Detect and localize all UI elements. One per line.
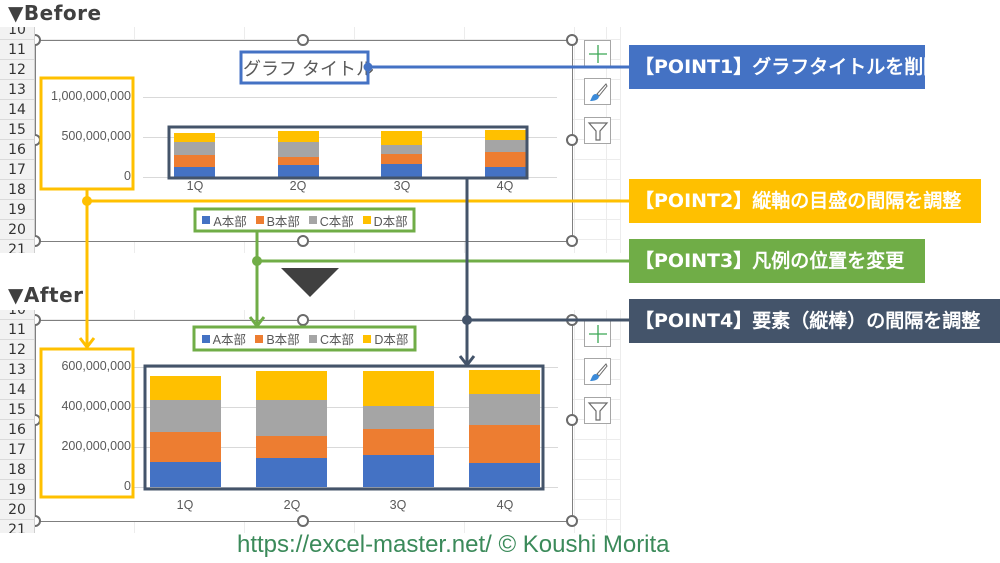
legend-item: D本部 <box>363 329 408 348</box>
plus-icon <box>588 324 607 343</box>
row-header[interactable]: 12 <box>0 60 34 80</box>
point1-label: 【POINT1】グラフタイトルを削除 <box>629 45 925 89</box>
chart-elements-button[interactable] <box>584 40 611 67</box>
row-header[interactable]: 10 <box>0 27 34 40</box>
legend-item: B本部 <box>255 329 300 348</box>
chart-title[interactable]: グラフ タイトル <box>243 59 375 79</box>
legend-item: D本部 <box>362 211 408 230</box>
row-header[interactable]: 15 <box>0 400 34 420</box>
row-header[interactable]: 14 <box>0 380 34 400</box>
resize-handle[interactable] <box>566 235 578 247</box>
legend-marker <box>363 334 372 343</box>
resize-handle[interactable] <box>297 515 309 527</box>
chart-legend-after[interactable]: A本部 B本部 C本部 D本部 <box>197 329 413 348</box>
row-header[interactable]: 15 <box>0 120 34 140</box>
chart-styles-button[interactable] <box>584 358 611 385</box>
legend-label: D本部 <box>374 333 409 347</box>
legend-marker <box>308 216 317 224</box>
legend-item: C本部 <box>308 211 354 230</box>
filter-icon <box>587 401 608 421</box>
brush-icon <box>589 82 608 101</box>
row-header[interactable]: 11 <box>0 40 34 60</box>
after-heading: ▼After <box>8 283 84 307</box>
legend-item: A本部 <box>202 211 247 230</box>
resize-handle[interactable] <box>297 314 309 326</box>
plus-icon <box>588 44 607 63</box>
grid-column-line <box>620 27 621 253</box>
chart-filters-button[interactable] <box>584 117 611 144</box>
row-header[interactable]: 17 <box>0 160 34 180</box>
point3-label: 【POINT3】凡例の位置を変更 <box>629 239 925 283</box>
row-header[interactable]: 21 <box>0 520 34 533</box>
row-header[interactable]: 21 <box>0 240 34 253</box>
chart-filters-button[interactable] <box>584 397 611 424</box>
resize-handle[interactable] <box>566 414 578 426</box>
chart-area-after[interactable] <box>35 320 573 522</box>
resize-handle[interactable] <box>566 314 578 326</box>
connector-dot <box>252 256 262 266</box>
row-header[interactable]: 13 <box>0 80 34 100</box>
filter-icon <box>587 121 608 141</box>
legend-marker <box>255 334 264 343</box>
legend-label: C本部 <box>319 333 354 347</box>
legend-label: B本部 <box>266 214 300 229</box>
row-header[interactable]: 18 <box>0 460 34 480</box>
row-header[interactable]: 16 <box>0 140 34 160</box>
row-header[interactable]: 16 <box>0 420 34 440</box>
grid-column-line <box>620 310 621 533</box>
row-header[interactable]: 14 <box>0 100 34 120</box>
row-header[interactable]: 20 <box>0 220 34 240</box>
chart-elements-button[interactable] <box>584 320 611 347</box>
grid-row-line <box>0 319 621 320</box>
legend-label: D本部 <box>373 214 408 229</box>
row-header[interactable]: 13 <box>0 360 34 380</box>
resize-handle[interactable] <box>297 235 309 247</box>
down-triangle-icon <box>281 268 339 297</box>
brush-icon <box>589 362 608 381</box>
legend-marker <box>255 216 264 224</box>
footer-credit: https://excel-master.net/ © Koushi Morit… <box>237 531 670 558</box>
row-header[interactable]: 10 <box>0 310 34 320</box>
legend-item: B本部 <box>255 211 300 230</box>
row-header[interactable]: 20 <box>0 500 34 520</box>
legend-item: A本部 <box>201 329 246 348</box>
resize-handle[interactable] <box>566 515 578 527</box>
legend-label: A本部 <box>213 214 247 229</box>
row-header[interactable]: 12 <box>0 340 34 360</box>
row-header[interactable]: 11 <box>0 320 34 340</box>
resize-handle[interactable] <box>566 134 578 146</box>
legend-marker <box>201 334 210 343</box>
row-header[interactable]: 17 <box>0 440 34 460</box>
row-header[interactable]: 19 <box>0 200 34 220</box>
point4-label: 【POINT4】要素（縦棒）の間隔を調整 <box>629 299 1000 343</box>
before-heading: ▼Before <box>8 1 102 25</box>
row-header[interactable]: 18 <box>0 180 34 200</box>
resize-handle[interactable] <box>297 34 309 46</box>
chart-styles-button[interactable] <box>584 78 611 105</box>
legend-marker <box>308 334 317 343</box>
grid-row-line <box>0 39 621 40</box>
chart-legend-before[interactable]: A本部 B本部 C本部 D本部 <box>198 211 412 229</box>
legend-item: C本部 <box>308 329 354 348</box>
point2-label: 【POINT2】縦軸の目盛の間隔を調整 <box>629 179 981 223</box>
legend-label: A本部 <box>212 333 246 347</box>
row-header[interactable]: 19 <box>0 480 34 500</box>
resize-handle[interactable] <box>566 34 578 46</box>
legend-marker <box>202 216 211 224</box>
legend-marker <box>362 216 371 224</box>
legend-label: C本部 <box>319 214 354 229</box>
legend-label: B本部 <box>266 333 300 347</box>
